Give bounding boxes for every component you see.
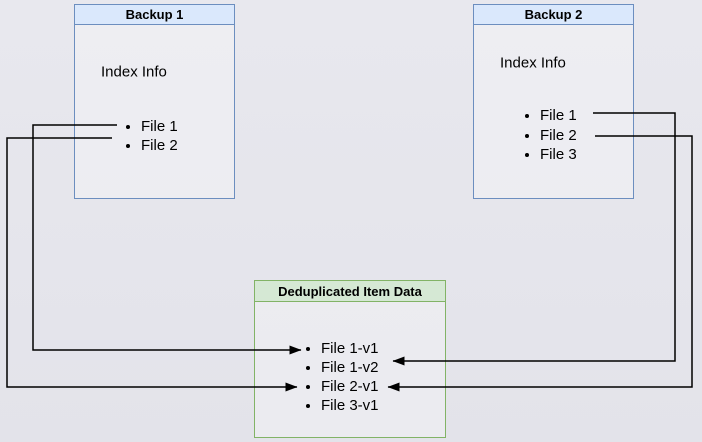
backup1-file-list: File 1 File 2 <box>75 117 234 155</box>
backup1-box: Backup 1 Index Info File 1 File 2 <box>74 4 235 199</box>
backup2-box: Backup 2 Index Info File 1 File 2 File 3 <box>473 4 634 199</box>
deduplicated-item-data-box: Deduplicated Item Data File 1-v1 File 1-… <box>254 280 446 438</box>
dedup-item-file1-v1: File 1-v1 <box>321 339 445 358</box>
backup2-file-3: File 3 <box>540 145 633 165</box>
backup1-index-info-label: Index Info <box>101 63 167 81</box>
dedup-title: Deduplicated Item Data <box>255 281 445 302</box>
dedup-item-list: File 1-v1 File 1-v2 File 2-v1 File 3-v1 <box>255 339 445 415</box>
backup2-file-1: File 1 <box>540 106 633 126</box>
backup1-title: Backup 1 <box>75 5 234 25</box>
backup2-file-list: File 1 File 2 File 3 <box>474 106 633 165</box>
dedup-item-file2-v1: File 2-v1 <box>321 377 445 396</box>
dedup-item-file3-v1: File 3-v1 <box>321 396 445 415</box>
backup1-file-1: File 1 <box>141 117 234 136</box>
backup2-file-2: File 2 <box>540 126 633 146</box>
backup2-title: Backup 2 <box>474 5 633 25</box>
backup1-file-2: File 2 <box>141 136 234 155</box>
dedup-item-file1-v2: File 1-v2 <box>321 358 445 377</box>
backup2-index-info-label: Index Info <box>500 54 566 72</box>
